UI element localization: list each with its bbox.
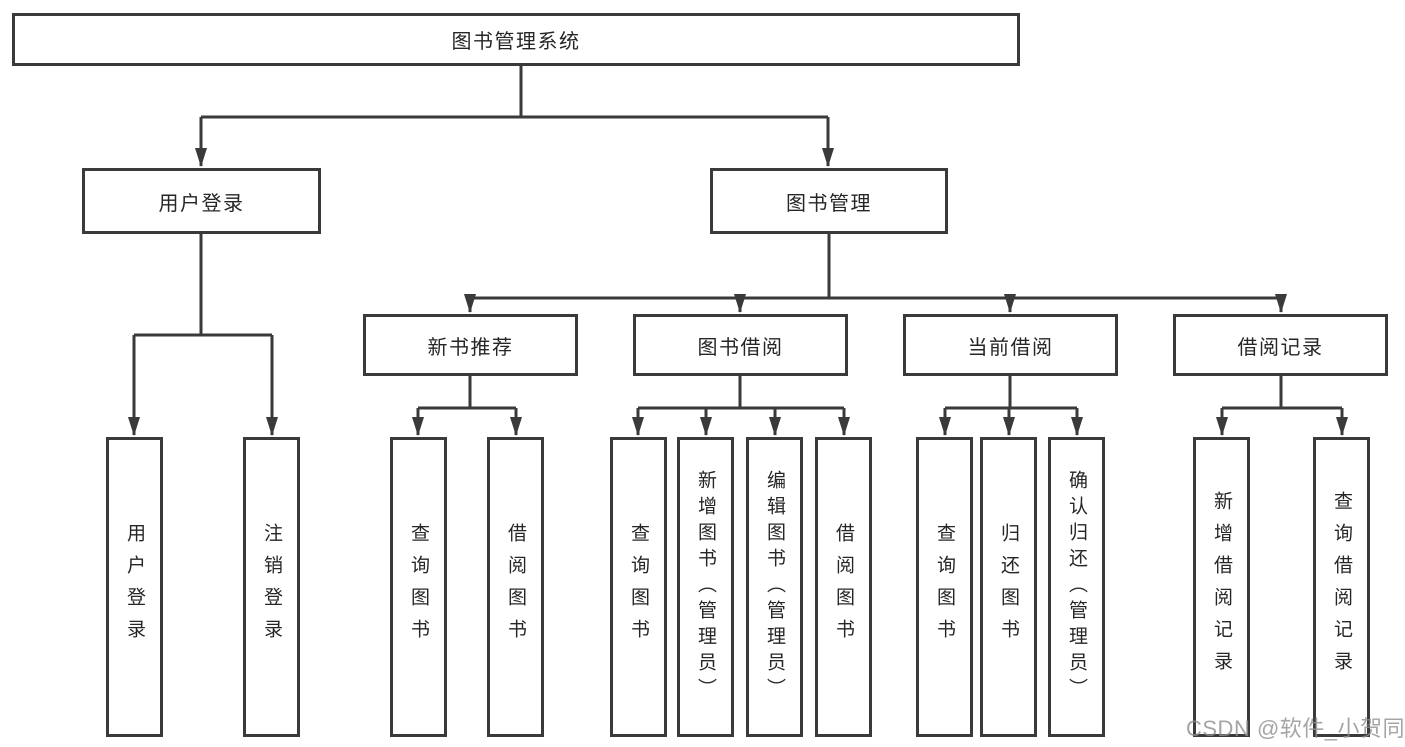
leaf-borrow-borrow-books: 借阅图书	[815, 437, 872, 737]
node-book-management: 图书管理	[710, 168, 948, 234]
node-book-borrow: 图书借阅	[633, 314, 848, 376]
leaf-label: 编辑图书（管理员）	[764, 470, 785, 704]
leaf-current-query-books: 查询图书	[916, 437, 973, 737]
csdn-watermark: CSDN @软件_小贺同学	[1186, 716, 1405, 741]
leaf-records-query-record: 查询借阅记录	[1313, 437, 1370, 737]
leaf-label: 查询图书	[628, 523, 649, 651]
leaf-label: 借阅图书	[505, 523, 526, 651]
node-label: 用户登录	[158, 192, 245, 215]
leaf-label: 查询图书	[934, 523, 955, 651]
leaf-label: 确认归还（管理员）	[1066, 470, 1087, 704]
node-label: 借阅记录	[1237, 336, 1324, 359]
leaf-newrec-borrow-books: 借阅图书	[487, 437, 544, 737]
node-current-borrow: 当前借阅	[903, 314, 1118, 376]
leaf-label: 用户登录	[124, 523, 145, 651]
leaf-label: 注销登录	[261, 523, 282, 651]
leaf-logout: 注销登录	[243, 437, 300, 737]
leaf-current-return-books: 归还图书	[980, 437, 1037, 737]
leaf-label: 新增借阅记录	[1211, 491, 1232, 683]
leaf-borrow-edit-books-admin: 编辑图书（管理员）	[746, 437, 803, 737]
leaf-label: 归还图书	[998, 523, 1019, 651]
node-label: 当前借阅	[967, 336, 1054, 359]
leaf-label: 查询图书	[408, 523, 429, 651]
leaf-label: 借阅图书	[833, 523, 854, 651]
leaf-borrow-query-books: 查询图书	[610, 437, 667, 737]
leaf-current-confirm-return-admin: 确认归还（管理员）	[1048, 437, 1105, 737]
node-new-book-recommend: 新书推荐	[363, 314, 578, 376]
node-label: 新书推荐	[427, 336, 514, 359]
node-root-system: 图书管理系统	[12, 13, 1020, 66]
node-label: 图书管理系统	[451, 31, 581, 53]
node-label: 图书借阅	[697, 336, 784, 359]
leaf-newrec-query-books: 查询图书	[390, 437, 447, 737]
leaf-borrow-add-books-admin: 新增图书（管理员）	[677, 437, 734, 737]
leaf-label: 查询借阅记录	[1331, 491, 1352, 683]
node-user-login: 用户登录	[82, 168, 321, 234]
leaf-label: 新增图书（管理员）	[695, 470, 716, 704]
leaf-records-add-record: 新增借阅记录	[1193, 437, 1250, 737]
leaf-user-login: 用户登录	[106, 437, 163, 737]
node-borrow-records: 借阅记录	[1173, 314, 1388, 376]
node-label: 图书管理	[786, 192, 872, 215]
